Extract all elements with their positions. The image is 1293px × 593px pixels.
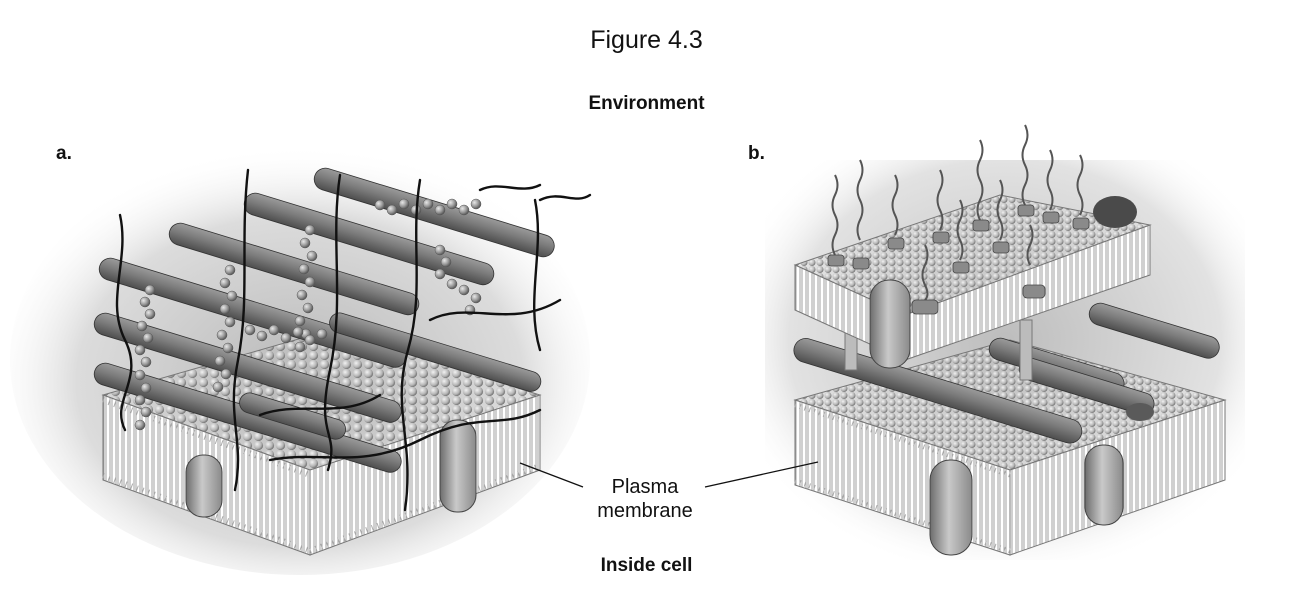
plasma-membrane-pointer-left [519,462,584,488]
panel-b-glycan [1046,149,1054,211]
panel-b-glycan [956,199,964,261]
plasma-membrane-pointer-right [704,461,819,488]
panel-a-bead-chain [434,244,482,316]
panel-b-glycan [996,179,1004,241]
panel-a-fiber [329,312,542,392]
panel-a-membrane-protein-left [185,454,223,518]
panel-a-fiber [239,392,347,440]
panel-a-black-fiber [478,183,542,192]
panel-a-illustration [10,145,592,575]
panel-b-glycoprotein [1022,284,1046,299]
panel-a-black-fiber [232,168,250,492]
plasma-membrane-label: Plasma membrane [585,475,705,523]
inside-cell-label: Inside cell [600,555,693,576]
panel-b-membrane-protein-right [1084,444,1124,526]
panel-a-bead-chain [212,264,238,393]
panel-b-glycoprotein [1017,204,1035,217]
panel-b-glycoprotein [972,219,990,232]
plasma-membrane-label-line1: Plasma [611,476,679,498]
panel-b-glycan [856,159,864,241]
panel-b-glycan [891,174,899,236]
panel-a-letter: a. [56,143,72,164]
panel-b-surface-protein-cluster [1093,196,1137,228]
panel-a-bead-chain [244,324,328,346]
panel-b-glycan [936,169,944,231]
panel-a-black-fiber [323,173,342,472]
panel-b-glycan [1026,224,1034,266]
panel-b-glycan [976,139,984,221]
panel-a-fiber [168,222,420,316]
panel-b-glycoprotein [1072,217,1090,230]
panel-a-black-fiber [400,178,422,512]
panel-b-glycan [921,244,929,301]
panel-b-glycan [1076,154,1084,216]
panel-a-bead-chain [134,284,156,431]
panel-a-black-fiber [268,408,542,462]
panel-a-bead-chain [294,224,318,353]
panel-b-glycoprotein [887,237,905,250]
panel-a-head-row-upper [101,397,312,478]
panel-a-black-fiber [115,213,133,432]
panel-b-glycoprotein [827,254,845,267]
plasma-membrane-label-line2: membrane [597,500,693,522]
panel-b-glycoprotein [1042,211,1060,224]
panel-b-glycoprotein [952,261,970,274]
panel-b-illustration [765,124,1245,560]
figure-title: Figure 4.3 [590,26,703,54]
panel-a-bead-chain [374,198,482,216]
panel-a-head-row-lower [101,473,312,554]
panel-b-membrane-protein-left [929,459,973,556]
panel-a-black-fiber [428,298,562,322]
panel-b-glycoprotein [911,299,939,315]
panel-b-glycan [831,174,839,256]
panel-b-letter: b. [748,143,765,164]
panel-b-glycoprotein [992,241,1010,254]
panel-a-black-fiber [533,198,542,352]
environment-label: Environment [588,93,705,114]
panel-a-fiber [93,312,402,423]
panel-b-fiber [793,338,1083,444]
panel-a-membrane-protein-right [439,419,477,513]
panel-b-glycoprotein [852,257,870,270]
panel-a-fiber [313,167,555,258]
panel-a-head-row-side [308,463,542,554]
panel-b-glycoprotein [932,231,950,244]
panel-b-post [1019,319,1033,381]
panel-b-glycan [1021,124,1029,206]
panel-b-upper-membrane-protein [869,279,911,369]
panel-b-fiber [1088,302,1220,359]
panel-a-black-fiber [258,393,382,417]
panel-b-small-protein [1126,403,1154,421]
panel-a-black-fiber [538,193,592,202]
